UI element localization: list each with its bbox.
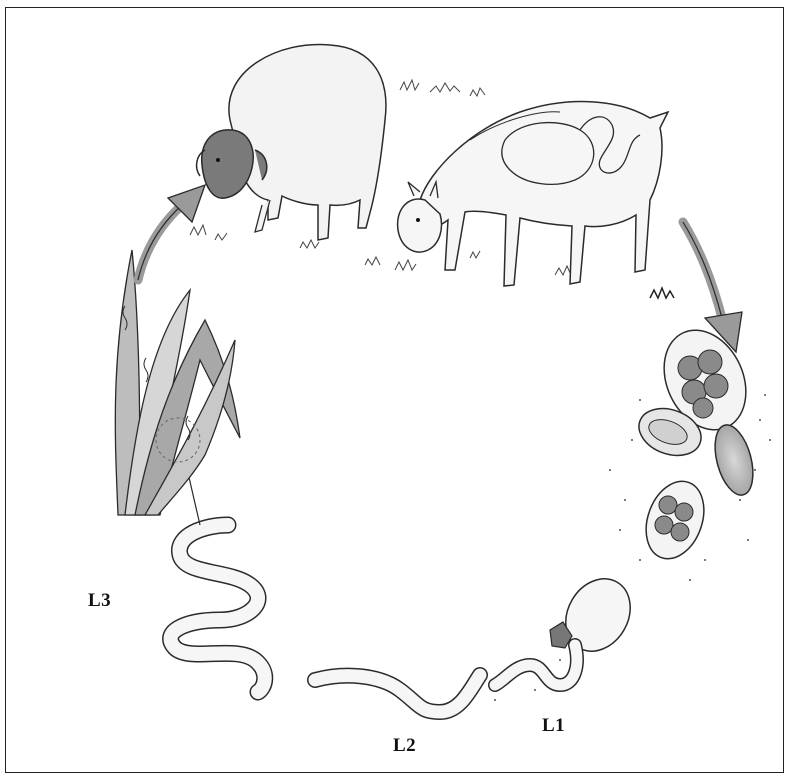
label-l3: L3 — [88, 590, 111, 612]
hatching-egg-icon — [550, 567, 643, 663]
grass-icon — [115, 250, 240, 515]
label-l1: L1 — [542, 715, 565, 737]
egg-icon — [708, 421, 759, 499]
sheep-icon — [197, 44, 386, 240]
goat-icon — [398, 102, 668, 286]
arrow-icon — [138, 185, 205, 280]
label-l2: L2 — [393, 735, 416, 757]
larva-icon — [171, 525, 265, 692]
larva-icon — [315, 675, 480, 712]
larva-icon — [495, 645, 577, 685]
egg-icon — [636, 473, 714, 567]
